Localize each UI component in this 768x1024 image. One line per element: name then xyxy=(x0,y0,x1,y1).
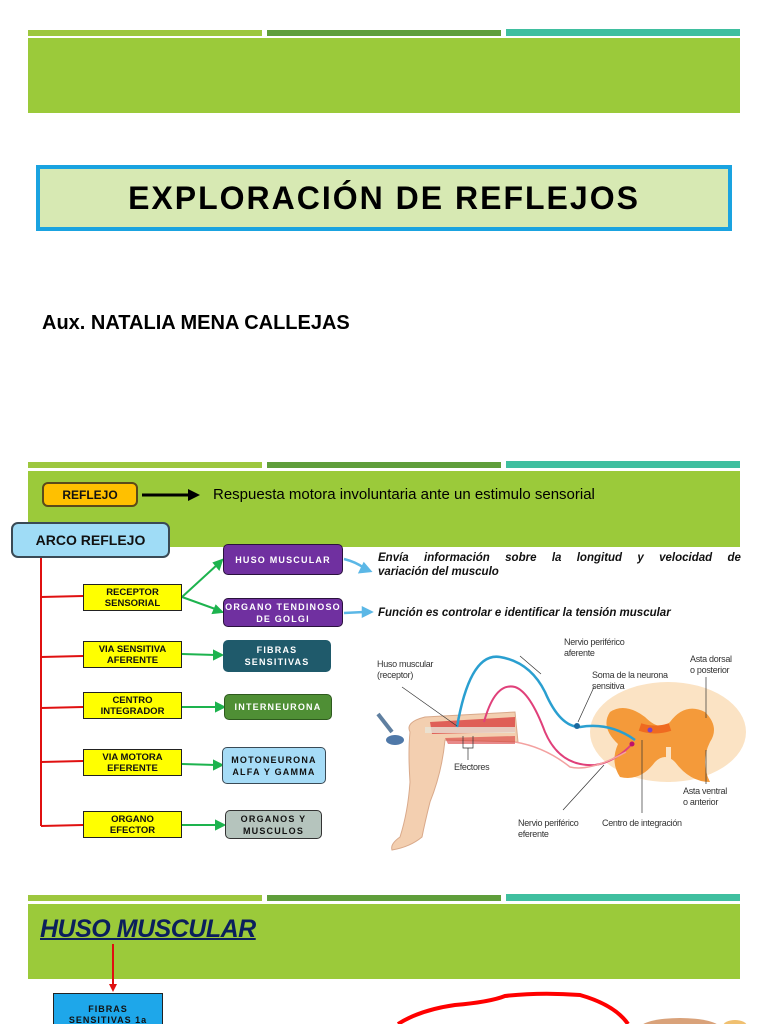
bar-light-green xyxy=(28,30,262,36)
desc-line: variación del musculo xyxy=(378,566,499,578)
label-line: EFECTOR xyxy=(109,824,156,836)
label-text: Huso muscular xyxy=(377,659,434,669)
word: Envía xyxy=(378,552,409,564)
label-line: EFERENTE xyxy=(107,762,158,774)
label-centro-integracion: Centro de integración xyxy=(602,818,682,828)
bar-light-green xyxy=(28,462,262,468)
label-line: VIA SENSITIVA xyxy=(98,643,167,655)
page-title: EXPLORACIÓN DE REFLEJOS xyxy=(128,179,640,216)
bar-teal xyxy=(506,29,740,36)
header-color-bars xyxy=(28,29,740,36)
box-label: INTERNEURONA xyxy=(234,702,322,712)
label-text: Asta dorsal xyxy=(690,654,732,664)
label-text: Nervio periférico xyxy=(518,818,579,828)
bar-light-green xyxy=(28,895,262,901)
label-text: Nervio periférico xyxy=(564,637,625,647)
label-text: o posterior xyxy=(690,665,730,675)
label-text: eferente xyxy=(518,829,549,839)
label-line: SENSORIAL xyxy=(104,597,161,609)
bar-dark-green xyxy=(267,895,501,901)
label-line: RECEPTOR xyxy=(106,586,159,598)
author-name: Aux. NATALIA MENA CALLEJAS xyxy=(42,312,350,334)
reflex-arc-drawing xyxy=(376,655,746,851)
reflex-arc-illustration: Huso muscular(receptor) Nervio periféric… xyxy=(370,632,754,860)
box-label: ORGANOS Y xyxy=(240,813,307,824)
label-text: sensitiva xyxy=(592,681,625,691)
box-label: HUSO MUSCULAR xyxy=(235,554,331,565)
huso-muscular-box: HUSO MUSCULAR xyxy=(223,544,343,575)
arrow-right-icon xyxy=(142,489,200,501)
reflejo-badge: REFLEJO xyxy=(42,482,138,507)
box-label: MOTONEURONA xyxy=(231,754,317,765)
word: la xyxy=(551,552,562,564)
label-efectores: Efectores xyxy=(454,762,490,772)
box-label: MUSCULOS xyxy=(242,825,305,836)
slide2-color-bars xyxy=(28,461,740,468)
golgi-description: Función es controlar e identificar la te… xyxy=(378,607,671,619)
box-label: SENSITIVAS 1a xyxy=(68,1015,148,1024)
fibras-sensitivas-1a-box: FIBRAS SENSITIVAS 1a xyxy=(53,993,163,1024)
slide3-green-header xyxy=(28,904,740,979)
word: de xyxy=(727,552,741,564)
bar-teal xyxy=(506,461,740,468)
slide1-green-header xyxy=(28,38,740,113)
word: y xyxy=(637,552,644,564)
label-text: aferente xyxy=(564,648,595,658)
box-label: FIBRAS xyxy=(88,1004,128,1014)
label-text: (receptor) xyxy=(377,670,414,680)
label-line: INTEGRADOR xyxy=(100,705,165,717)
label-line: VIA MOTORA xyxy=(102,751,163,763)
label-line: CENTRO xyxy=(112,694,153,706)
label-text: o anterior xyxy=(683,797,719,807)
arco-reflejo-box: ARCO REFLEJO xyxy=(11,522,170,558)
word: información xyxy=(424,552,490,564)
huso-description: Envía información sobre la longitud y ve… xyxy=(378,551,741,579)
box-label: ORGANO TENDINOSO xyxy=(225,601,341,612)
bar-dark-green xyxy=(267,30,501,36)
label-line: ORGANO xyxy=(111,813,154,825)
bar-dark-green xyxy=(267,462,501,468)
word: sobre xyxy=(505,552,537,564)
label-line: AFERENTE xyxy=(106,654,159,666)
box-label: ALFA Y GAMMA xyxy=(232,766,316,777)
title-box: EXPLORACIÓN DE REFLEJOS xyxy=(36,165,732,231)
box-label: FIBRAS xyxy=(256,645,298,655)
box-label: SENSITIVAS xyxy=(244,657,310,667)
reflejo-definition: Respuesta motora involuntaria ante un es… xyxy=(213,486,595,503)
label-text: Asta ventral xyxy=(683,786,727,796)
label-text: Soma de la neurona xyxy=(592,670,668,680)
word: velocidad xyxy=(659,552,713,564)
box-label: DE GOLGI xyxy=(256,613,310,624)
word: longitud xyxy=(576,552,623,564)
section-title: HUSO MUSCULAR xyxy=(40,915,256,943)
interneurona-box: INTERNEURONA xyxy=(224,694,332,720)
slide3-color-bars xyxy=(28,894,740,901)
fibras-sensitivas-box: FIBRAS SENSITIVAS xyxy=(223,640,331,672)
label-huso-muscular: Huso muscular(receptor) xyxy=(377,659,433,681)
bar-teal xyxy=(506,894,740,901)
